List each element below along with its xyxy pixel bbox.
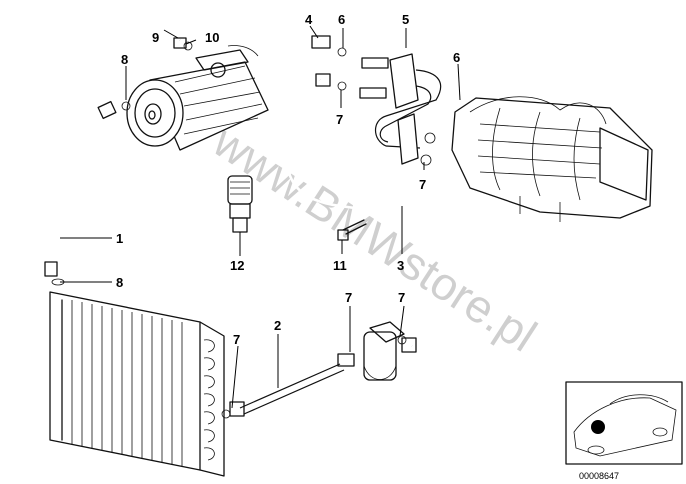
callout-4: 4 [305, 12, 313, 27]
callouts: 4 6 5 6 8 9 10 7 7 1 12 11 3 8 2 7 7 7 [116, 12, 460, 347]
callout-12: 12 [230, 258, 244, 273]
pipe-1 [44, 100, 131, 286]
callout-7-pipe: 7 [398, 290, 405, 305]
callout-1: 1 [116, 231, 123, 246]
evaporator-housing [451, 96, 653, 222]
callout-2: 2 [274, 318, 281, 333]
receiver-drier [363, 321, 407, 381]
bolt [337, 219, 367, 241]
pressure-switch [227, 175, 253, 233]
callout-7-evaporator: 7 [419, 177, 426, 192]
callout-9: 9 [152, 30, 159, 45]
callout-8-top: 8 [121, 52, 128, 67]
callout-10: 10 [205, 30, 219, 45]
leader-lines [60, 25, 461, 409]
callout-8-bottom: 8 [116, 275, 123, 290]
suction-hose [172, 8, 347, 57]
pipe-3 [284, 71, 587, 366]
callout-11: 11 [333, 258, 347, 273]
callout-7-drier: 7 [345, 290, 352, 305]
condenser [49, 291, 225, 477]
callout-6-right: 6 [453, 50, 460, 65]
callout-5: 5 [402, 12, 409, 27]
callout-3: 3 [397, 258, 404, 273]
compressor [126, 45, 269, 151]
callout-7-valve: 7 [336, 112, 343, 127]
expansion-valve [359, 53, 442, 166]
reference-number: 00008647 [579, 471, 619, 481]
pipe-2 [221, 353, 355, 419]
car-inset [565, 381, 683, 465]
callout-7-condenser: 7 [233, 332, 240, 347]
callout-6-top: 6 [338, 12, 345, 27]
